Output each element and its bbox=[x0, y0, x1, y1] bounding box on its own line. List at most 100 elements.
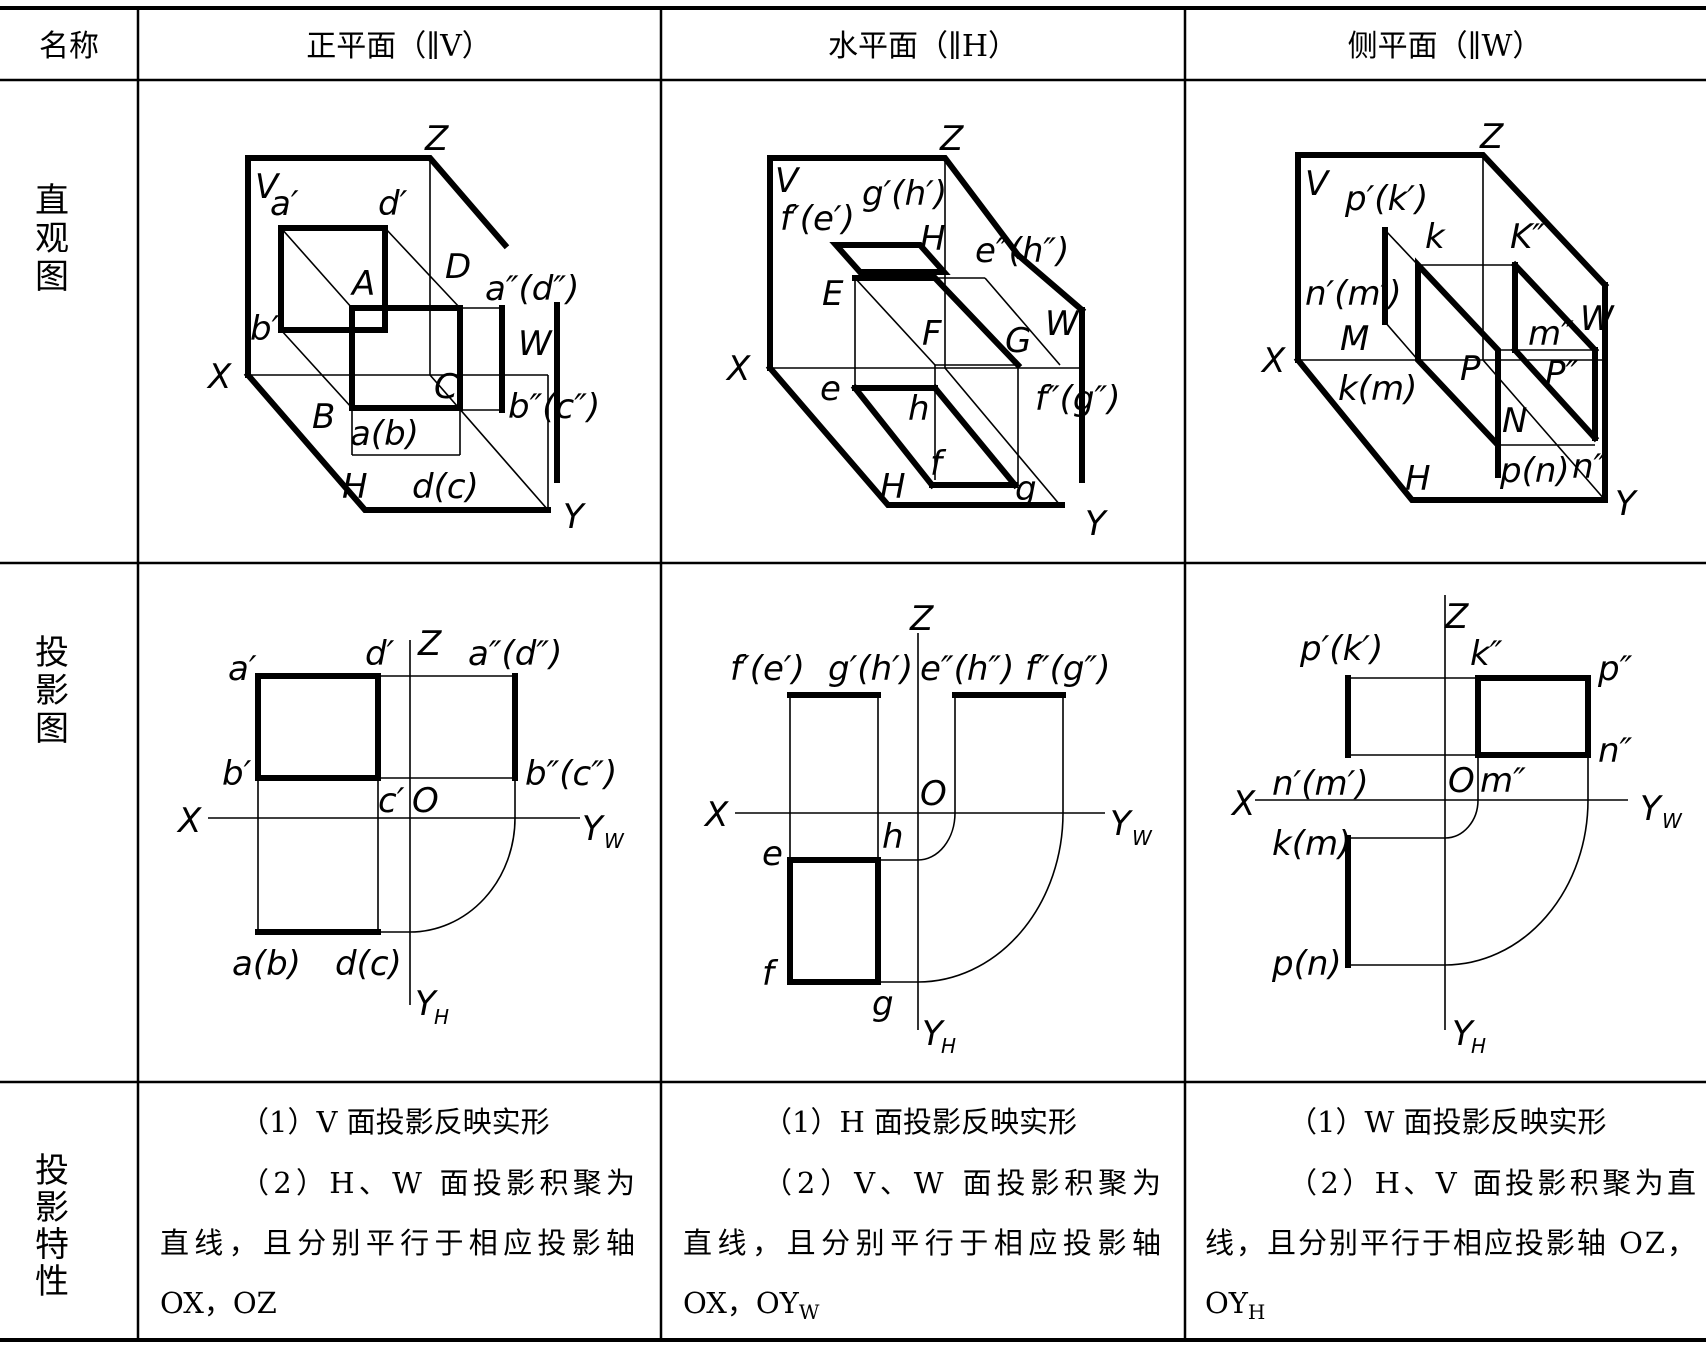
drawing-label: P″ bbox=[1545, 354, 1579, 394]
drawing-label: Y bbox=[415, 984, 438, 1024]
frontal-plane-3d-view: Z V a′ d′ A D a″(d″) b′ W X C B b″(c″) a… bbox=[206, 119, 600, 537]
property-line: （1）W 面投影反映实形 bbox=[1288, 1105, 1606, 1139]
drawing-label: a″(d″) bbox=[468, 634, 562, 674]
drawing-label: g bbox=[872, 984, 894, 1024]
drawing-label: Z bbox=[1479, 117, 1504, 157]
drawing-label: k(m) bbox=[1272, 824, 1351, 864]
drawing-label: a(b) bbox=[232, 944, 301, 984]
row-header-char: 图 bbox=[35, 709, 69, 749]
drawing-label: V bbox=[1305, 164, 1331, 204]
drawing-label: Z bbox=[939, 119, 964, 159]
drawing-label: K″ bbox=[1510, 217, 1545, 257]
drawing-label: D bbox=[445, 247, 471, 287]
horizontal-plane-3d-view: Z V f′(e′) g′(h′) H e″(h″) E F G W X e h… bbox=[725, 119, 1120, 544]
drawing-label: a(b) bbox=[350, 414, 419, 454]
property-line: OX，OZ bbox=[160, 1286, 277, 1320]
drawing-label: W bbox=[518, 324, 553, 364]
drawing-label: Y bbox=[922, 1014, 945, 1054]
drawing-label: m″ bbox=[1528, 314, 1574, 354]
drawing-label: b″(c″) bbox=[508, 387, 600, 427]
frontal-plane-projection: a′ d′ Z a″(d″) b′ c′ O b″(c″) X Y W a(b)… bbox=[176, 624, 625, 1029]
drawing-label: W bbox=[1580, 299, 1615, 339]
horizontal-plane-properties: （1）H 面投影反映实形 （2）V、W 面投影积聚为 直线，且分别平行于相应投影… bbox=[683, 1105, 1161, 1324]
drawing-label: k(m) bbox=[1338, 369, 1417, 409]
header-profile-plane: 侧平面（∥W） bbox=[1348, 29, 1543, 64]
header-row: 名称 正平面（∥V） 水平面（∥H） 侧平面（∥W） bbox=[39, 29, 1542, 64]
drawing-label: n″ bbox=[1572, 447, 1607, 487]
drawing-label: d′ bbox=[378, 184, 408, 224]
drawing-label: a′ bbox=[228, 649, 257, 689]
row-header-property: 投 影 特 性 bbox=[35, 1151, 69, 1302]
drawing-label: H bbox=[434, 1005, 449, 1029]
drawing-label: f′(e′) bbox=[780, 199, 855, 239]
drawing-label: N bbox=[1502, 401, 1527, 441]
drawing-label: H bbox=[1405, 459, 1431, 499]
drawing-label: H bbox=[941, 1034, 956, 1058]
drawing-label: X bbox=[1260, 341, 1286, 381]
drawing-label: X bbox=[206, 357, 232, 397]
drawing-label: p′(k′) bbox=[1299, 629, 1383, 669]
row-header-char: 影 bbox=[35, 1188, 69, 1228]
table-grid bbox=[0, 6, 1706, 1342]
drawing-label: e bbox=[820, 369, 841, 409]
row-header-char: 观 bbox=[35, 219, 69, 259]
row-header-char: 投 bbox=[35, 1151, 69, 1191]
drawing-label: e″(h″) bbox=[975, 231, 1069, 271]
drawing-label: Z bbox=[424, 119, 449, 159]
profile-plane-projection: Z p′(k′) k″ p″ n″ X n′(m′) O m″ Y W k(m)… bbox=[1230, 595, 1683, 1058]
property-line: 直线，且分别平行于相应投影轴 bbox=[683, 1226, 1161, 1260]
drawing-label: Z bbox=[1444, 597, 1469, 637]
drawing-label: f′(e′) bbox=[730, 649, 805, 689]
drawing-label: k bbox=[1425, 217, 1446, 257]
drawing-label: C bbox=[434, 367, 458, 407]
drawing-label: n″ bbox=[1598, 731, 1633, 771]
drawing-label: f″(g″) bbox=[1025, 649, 1110, 689]
drawing-label: h bbox=[882, 817, 904, 857]
drawing-label: Y bbox=[1085, 504, 1108, 544]
drawing-label: W bbox=[1662, 809, 1683, 833]
row-header-char: 图 bbox=[35, 257, 69, 297]
row-header-char: 性 bbox=[35, 1262, 69, 1302]
drawing-label: X bbox=[1230, 784, 1256, 824]
drawing-label: X bbox=[703, 795, 729, 835]
property-line: （2）H、V 面投影积聚为直 bbox=[1288, 1166, 1696, 1200]
drawing-label: b′ bbox=[222, 754, 252, 794]
drawing-label: V bbox=[255, 167, 281, 207]
drawing-label: E bbox=[822, 274, 844, 314]
drawing-label: Y bbox=[1615, 484, 1638, 524]
drawing-label: H bbox=[1471, 1034, 1486, 1058]
drawing-label: Y bbox=[582, 809, 605, 849]
drawing-label: c′ bbox=[378, 781, 405, 821]
drawing-label: a′ bbox=[270, 184, 299, 224]
drawing-label: e″(h″) bbox=[920, 649, 1014, 689]
drawing-label: p″ bbox=[1597, 649, 1633, 689]
property-line: OYH bbox=[1205, 1286, 1265, 1324]
drawing-label: n′(m′) bbox=[1272, 764, 1369, 804]
property-line: （1）H 面投影反映实形 bbox=[763, 1105, 1077, 1139]
drawing-label: g bbox=[1015, 469, 1037, 509]
drawing-label: b′ bbox=[250, 309, 280, 349]
drawing-label: Y bbox=[1640, 789, 1663, 829]
drawing-label: W bbox=[1045, 304, 1080, 344]
drawing-label: Z bbox=[909, 599, 934, 639]
property-line: 线，且分别平行于相应投影轴 OZ， bbox=[1205, 1226, 1696, 1260]
drawing-label: H bbox=[342, 467, 368, 507]
row-header-char: 影 bbox=[35, 671, 69, 711]
frontal-plane-properties: （1）V 面投影反映实形 （2）H、W 面投影积聚为 直线，且分别平行于相应投影… bbox=[160, 1105, 635, 1320]
drawing-label: k″ bbox=[1470, 634, 1503, 674]
drawing-label: g′(h′) bbox=[862, 174, 947, 214]
header-horizontal-plane: 水平面（∥H） bbox=[828, 29, 1018, 64]
row-header-char: 直 bbox=[35, 181, 69, 221]
drawing-label: H bbox=[920, 219, 946, 259]
drawing-label: H bbox=[880, 467, 906, 507]
drawing-label: Y bbox=[1452, 1014, 1475, 1054]
row-header-char: 特 bbox=[35, 1225, 69, 1265]
drawing-label: V bbox=[775, 161, 801, 201]
property-line: （1）V 面投影反映实形 bbox=[240, 1105, 550, 1139]
drawing-label: p′(k′) bbox=[1344, 179, 1428, 219]
row-header-projection: 投 影 图 bbox=[35, 633, 69, 749]
horizontal-plane-projection: Z f′(e′) g′(h′) e″(h″) f″(g″) X O Y W h … bbox=[703, 599, 1153, 1058]
drawing-label: h bbox=[908, 389, 930, 429]
drawing-label: b″(c″) bbox=[525, 754, 617, 794]
